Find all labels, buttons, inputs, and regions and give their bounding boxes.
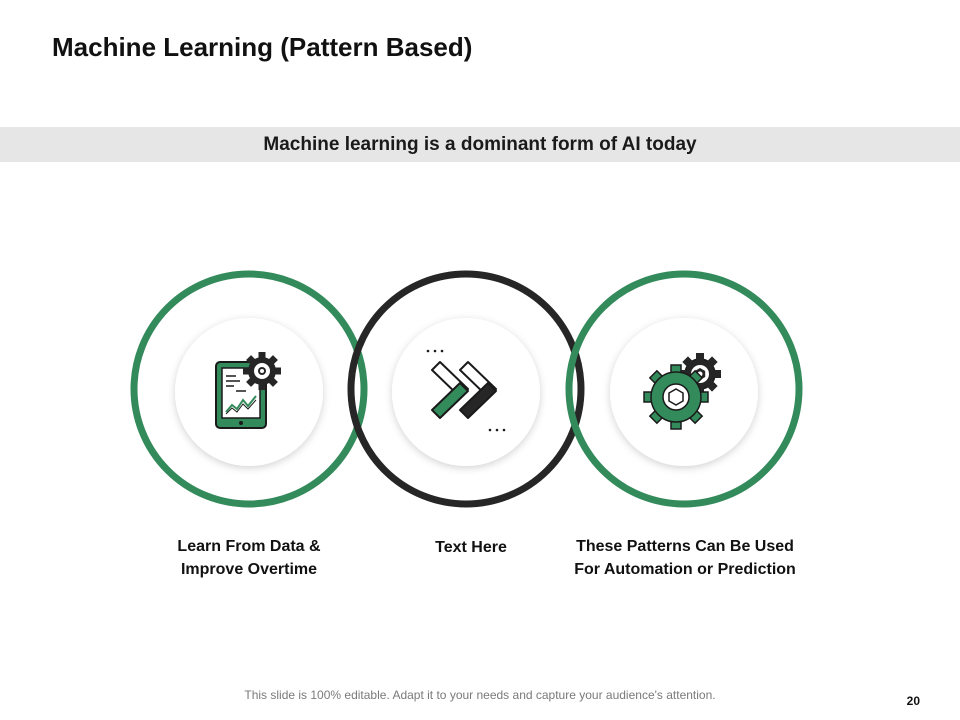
footer-note: This slide is 100% editable. Adapt it to… [244,688,716,702]
step-1-label: Learn From Data & Improve Overtime [177,538,321,578]
step-3-label: These Patterns Can Be Used For Automatio… [574,538,796,578]
slide-title: Machine Learning (Pattern Based) [52,32,473,62]
ring-3 [565,270,803,508]
page-number: 20 [906,694,920,708]
gears-icon [643,353,721,430]
double-chevron-right-icon [426,349,506,432]
tablet-chart-gear-icon [215,352,281,429]
ring-1 [130,270,368,508]
step-2-label: Text Here [435,539,507,556]
subtitle-banner: Machine learning is a dominant form of A… [0,127,960,162]
banner-text: Machine learning is a dominant form of A… [263,133,697,155]
ring-2 [347,270,585,508]
